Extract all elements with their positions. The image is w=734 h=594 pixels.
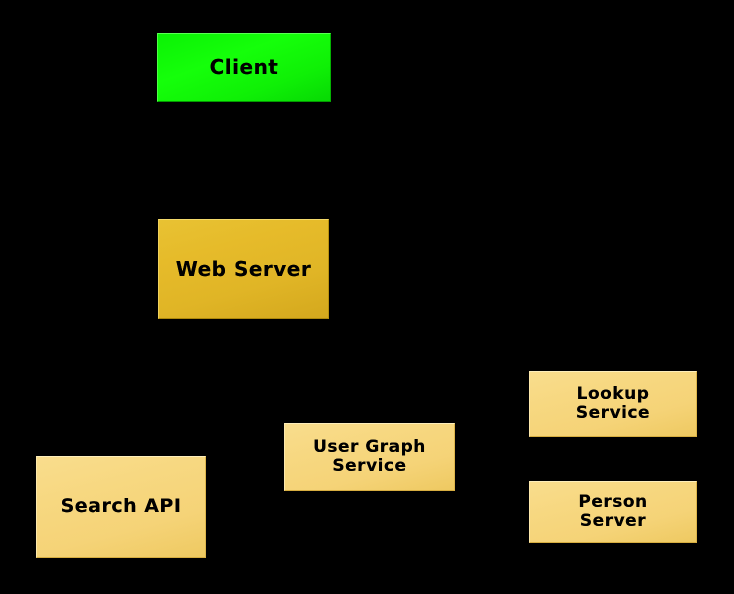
node-label-web-server: Web Server (175, 256, 312, 281)
diagram-node-person-server[interactable]: Person Server (529, 481, 697, 543)
node-label-person-server: Person Server (578, 491, 648, 531)
node-label-client: Client (209, 55, 279, 80)
diagram-node-lookup-service[interactable]: Lookup Service (529, 371, 697, 437)
node-label-search-api: Search API (60, 495, 182, 518)
diagram-node-client[interactable]: Client (157, 33, 331, 102)
diagram-node-user-graph-service[interactable]: User Graph Service (284, 423, 455, 491)
node-label-user-graph-service: User Graph Service (313, 436, 426, 476)
node-label-lookup-service: Lookup Service (575, 383, 651, 423)
diagram-node-search-api[interactable]: Search API (36, 456, 206, 558)
diagram-node-web-server[interactable]: Web Server (158, 219, 329, 319)
